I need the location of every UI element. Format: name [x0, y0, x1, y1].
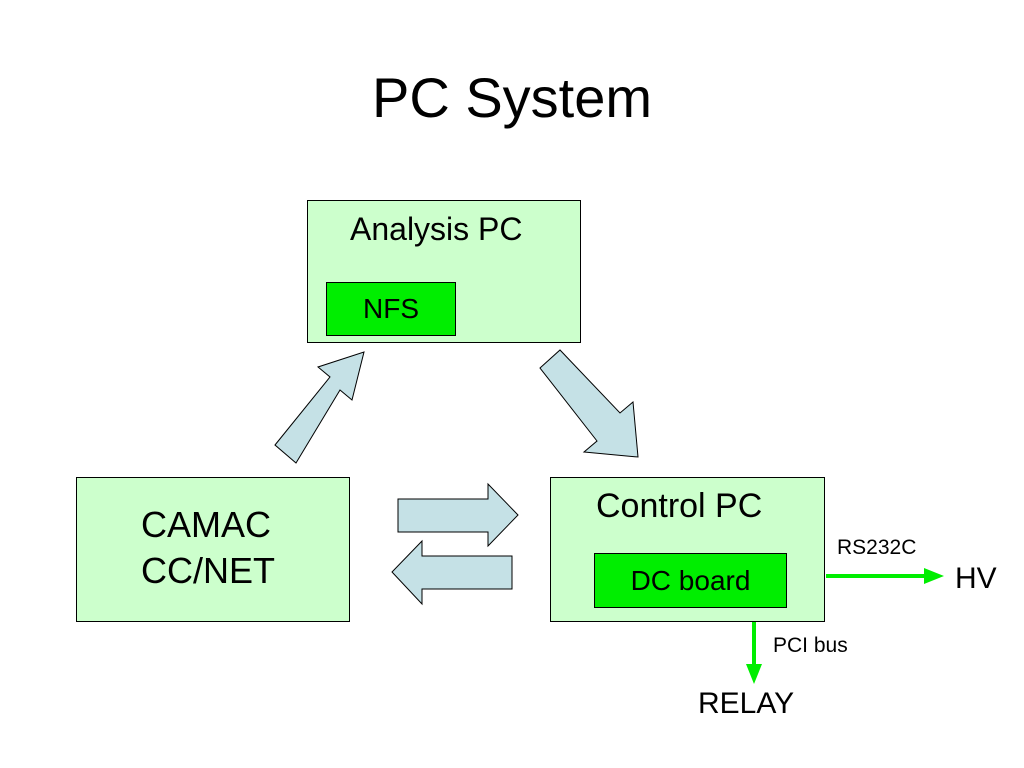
dc-board-box: DC board — [594, 553, 787, 608]
control-pc-label: Control PC — [596, 487, 763, 525]
arrow-camac-to-analysis — [274, 351, 365, 464]
relay-label: RELAY — [698, 687, 795, 720]
camac-label-line2: CC/NET — [141, 550, 275, 591]
pci-bus-arrowhead — [746, 664, 762, 684]
arrow-control-to-camac — [391, 539, 513, 606]
rs232c-label: RS232C — [837, 536, 917, 559]
rs232c-arrowhead — [924, 568, 944, 584]
analysis-pc-box: Analysis PC NFS — [307, 200, 581, 343]
camac-label-line1: CAMAC — [141, 504, 272, 545]
camac-box: CAMAC CC/NET — [76, 477, 350, 622]
arrow-analysis-to-control — [539, 349, 639, 458]
arrow-camac-to-control — [397, 482, 519, 548]
pci-bus-label: PCI bus — [773, 634, 848, 657]
nfs-box: NFS — [326, 282, 456, 336]
hv-label: HV — [955, 562, 997, 595]
slide-title: PC System — [371, 66, 653, 129]
control-pc-box: Control PC DC board — [550, 477, 825, 622]
analysis-pc-label: Analysis PC — [350, 211, 523, 247]
